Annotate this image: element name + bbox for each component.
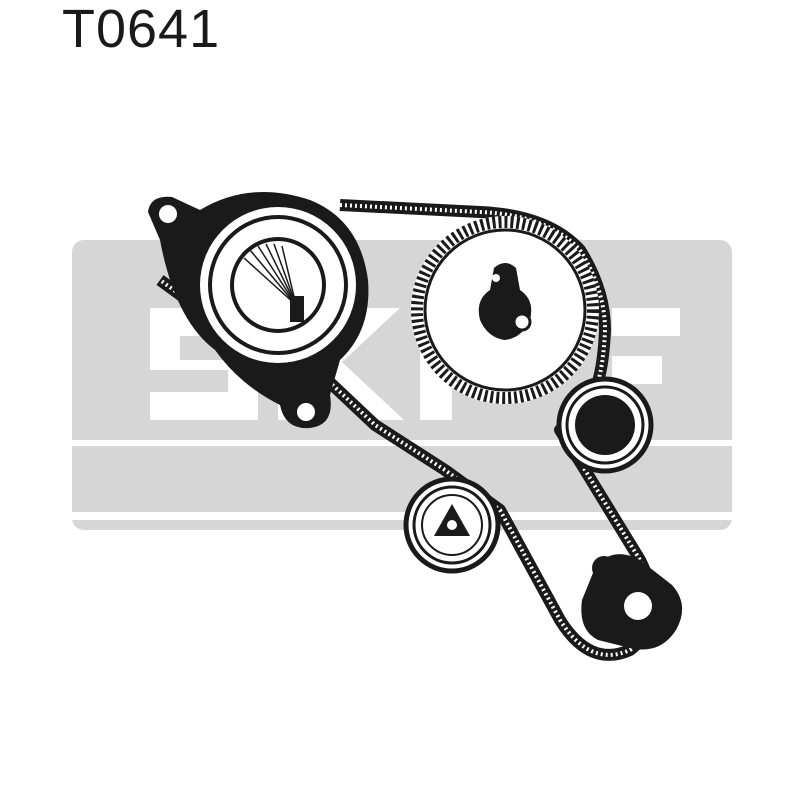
tensioner-bolt-hole-icon [159, 205, 177, 223]
tensioner-mount-hole-icon [297, 403, 315, 421]
part-number-label: T0641 [62, 0, 221, 59]
camshaft-sprocket [411, 216, 599, 404]
crankshaft-sprocket [581, 554, 683, 650]
tensioner-indicator-icon [243, 243, 297, 306]
idler-pulley-lower [403, 476, 501, 574]
idler-pulley-right [556, 376, 654, 474]
belt-tensioner [148, 192, 369, 429]
